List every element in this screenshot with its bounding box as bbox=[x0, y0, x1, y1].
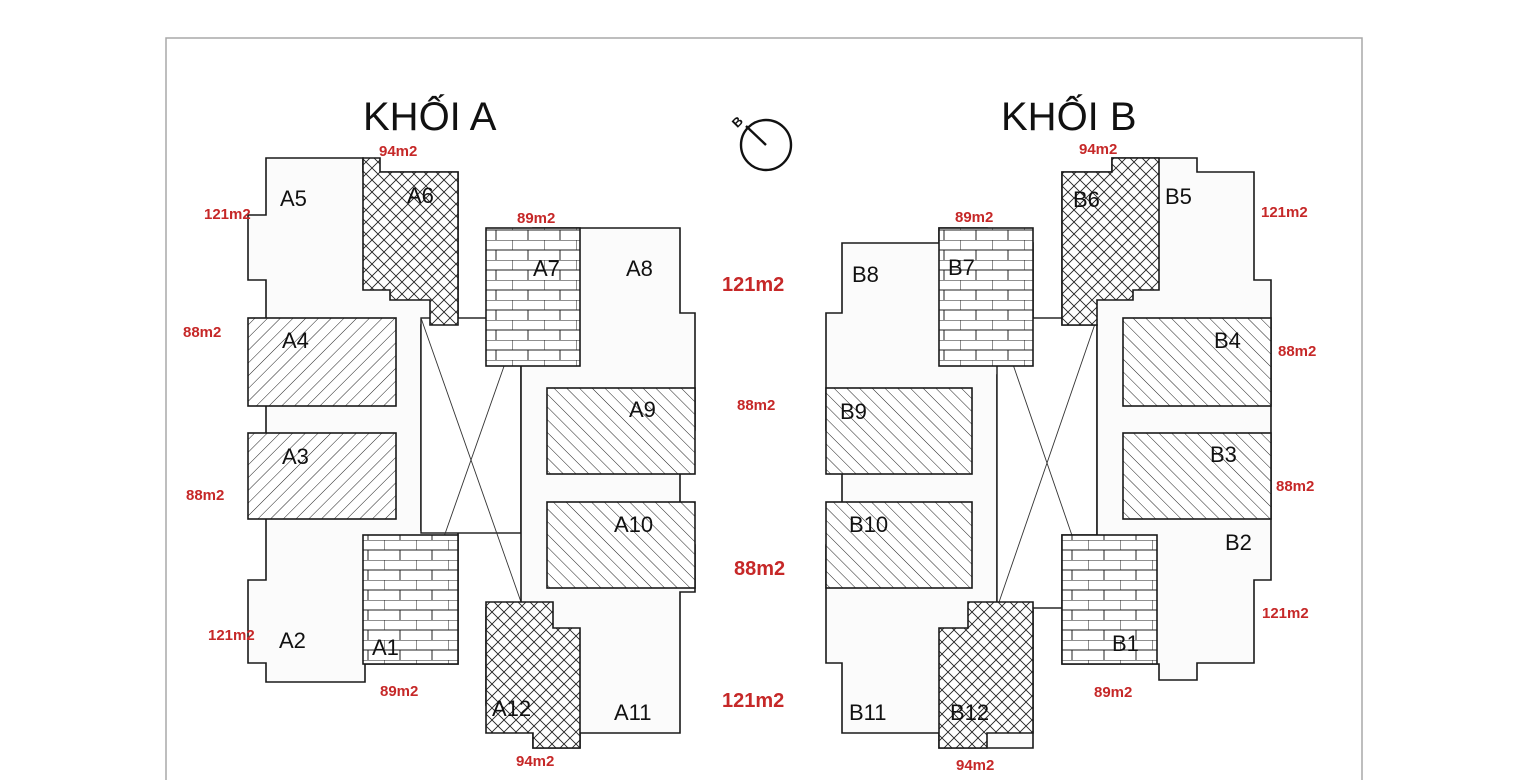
unit-a3-label: A3 bbox=[282, 444, 309, 469]
unit-b11-label: B11 bbox=[849, 700, 887, 725]
unit-b3-label: B3 bbox=[1210, 442, 1237, 467]
unit-b8-label: B8 bbox=[852, 262, 879, 287]
unit-b1-label: B1 bbox=[1112, 631, 1139, 656]
unit-b7-label: B7 bbox=[948, 255, 975, 280]
unit-a11-label: A11 bbox=[614, 700, 652, 725]
unit-a9-shape bbox=[546, 387, 696, 475]
unit-b10-shape bbox=[825, 501, 973, 589]
area-a5: 121m2 bbox=[204, 206, 251, 223]
unit-a12-shape bbox=[485, 601, 581, 749]
unit-a1-label: A1 bbox=[372, 635, 399, 660]
unit-b10-label: B10 bbox=[849, 512, 888, 537]
unit-a6-shape bbox=[362, 157, 459, 326]
compass-needle-icon bbox=[745, 125, 767, 146]
unit-b3-shape bbox=[1122, 432, 1272, 520]
area-a6: 94m2 bbox=[379, 143, 417, 160]
center-area-row-upper-mid: 88m2 bbox=[737, 397, 775, 414]
area-b12: 94m2 bbox=[956, 757, 994, 774]
unit-a9-label: A9 bbox=[629, 397, 656, 422]
area-a3: 88m2 bbox=[186, 487, 224, 504]
unit-a10-label: A10 bbox=[614, 512, 653, 537]
area-b2: 121m2 bbox=[1262, 605, 1309, 622]
block-b-core-cross-2 bbox=[996, 317, 1098, 609]
unit-a3-shape bbox=[247, 432, 397, 520]
unit-a2-label: A2 bbox=[279, 628, 306, 653]
unit-a7-label: A7 bbox=[533, 256, 560, 281]
unit-a1-shape bbox=[362, 534, 459, 665]
area-a12: 94m2 bbox=[516, 753, 554, 770]
area-b3: 88m2 bbox=[1276, 478, 1314, 495]
center-area-row-bottom: 121m2 bbox=[722, 690, 784, 712]
block-a-title: KHỐI A bbox=[363, 93, 497, 139]
unit-a5-label: A5 bbox=[280, 186, 307, 211]
unit-a8-label: A8 bbox=[626, 256, 653, 281]
unit-b1-shape bbox=[1061, 534, 1158, 665]
unit-b7-shape bbox=[938, 227, 1034, 367]
block-b: KHỐI B B6 B5 B8 B7 B4 B9 B3 B10 B2 B1 B1… bbox=[825, 93, 1316, 774]
unit-b12-label: B12 bbox=[950, 700, 989, 725]
unit-b6-shape bbox=[1061, 157, 1160, 326]
unit-a12-label: A12 bbox=[492, 696, 531, 721]
unit-b9-shape bbox=[825, 387, 973, 475]
unit-a7-shape bbox=[485, 227, 581, 367]
area-b7: 89m2 bbox=[955, 209, 993, 226]
area-a1: 89m2 bbox=[380, 683, 418, 700]
unit-b4-label: B4 bbox=[1214, 328, 1241, 353]
unit-a4-shape bbox=[247, 317, 397, 407]
area-b6: 94m2 bbox=[1079, 141, 1117, 158]
area-a4: 88m2 bbox=[183, 324, 221, 341]
area-b5: 121m2 bbox=[1261, 204, 1308, 221]
unit-b6-label: B6 bbox=[1073, 187, 1100, 212]
compass-circle bbox=[739, 118, 793, 172]
unit-b5-label: B5 bbox=[1165, 184, 1192, 209]
unit-a6-label: A6 bbox=[407, 183, 434, 208]
area-a7: 89m2 bbox=[517, 210, 555, 227]
unit-b9-label: B9 bbox=[840, 399, 867, 424]
area-b1: 89m2 bbox=[1094, 684, 1132, 701]
block-a: KHỐI A A5 A6 A7 A8 A4 A9 A3 A10 A2 A1 A1… bbox=[183, 93, 696, 770]
unit-b2-label: B2 bbox=[1225, 530, 1252, 555]
area-b4: 88m2 bbox=[1278, 343, 1316, 360]
center-area-row-top: 121m2 bbox=[722, 274, 784, 296]
unit-b12-shape bbox=[938, 601, 1034, 749]
block-b-title: KHỐI B bbox=[1001, 93, 1137, 139]
unit-a10-shape bbox=[546, 501, 696, 589]
unit-a4-label: A4 bbox=[282, 328, 309, 353]
unit-b4-shape bbox=[1122, 317, 1272, 407]
area-a2: 121m2 bbox=[208, 627, 255, 644]
center-area-row-lower-mid: 88m2 bbox=[734, 558, 785, 580]
